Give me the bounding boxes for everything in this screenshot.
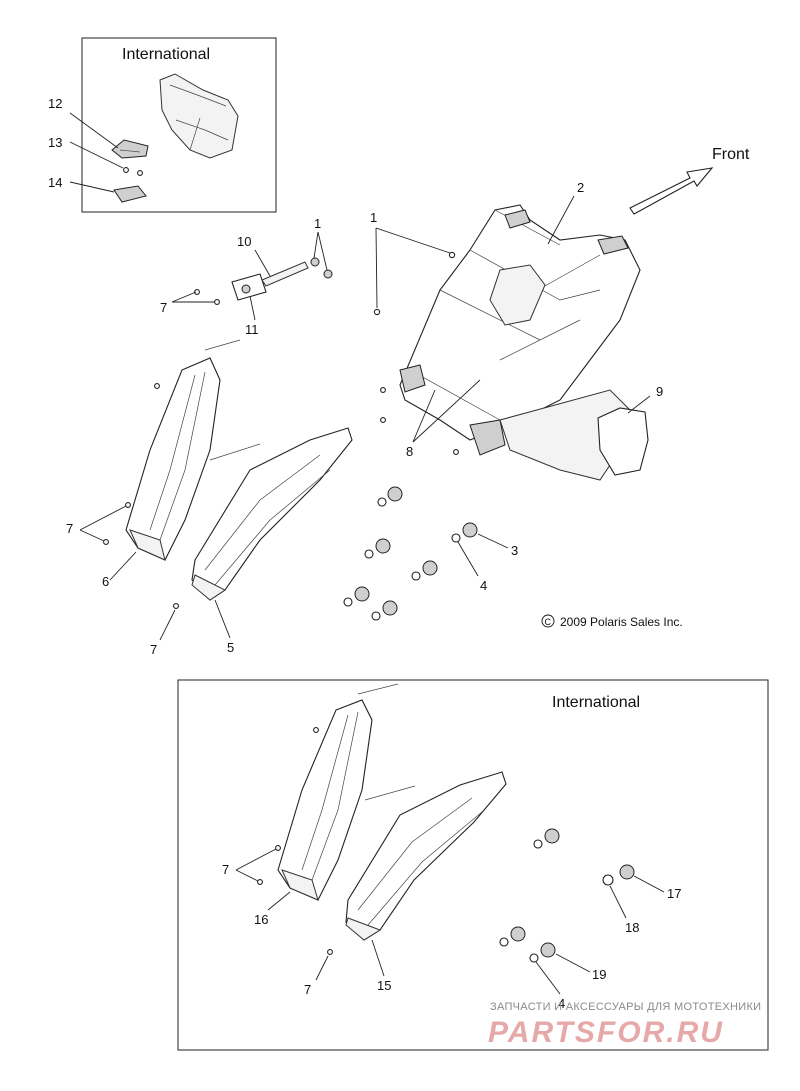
bulb-g bbox=[533, 828, 560, 849]
nut-1a bbox=[310, 257, 320, 267]
callout-1-frame: 1 bbox=[370, 210, 377, 225]
bulb-h bbox=[602, 864, 635, 886]
copyright-text: 2009 Polaris Sales Inc. bbox=[560, 615, 683, 629]
cover-9: 9 bbox=[597, 384, 663, 476]
frame-fasteners: 1 2 8 bbox=[370, 180, 584, 459]
callout-11: 11 bbox=[245, 322, 259, 337]
screw-7c bbox=[154, 383, 160, 389]
screw-7h bbox=[275, 845, 281, 851]
screw-7b bbox=[214, 299, 220, 305]
frame-nut-1b bbox=[373, 308, 381, 316]
bottom-fasteners: 7 16 7 15 bbox=[222, 727, 391, 997]
rear-frame-2 bbox=[399, 204, 641, 481]
screw-7e bbox=[103, 539, 109, 545]
taillight-fasteners: 7 6 7 5 bbox=[66, 383, 234, 657]
watermark-tagline: ЗАПЧАСТИ И АКСЕССУАРЫ ДЛЯ МОТОТЕХНИКИ bbox=[490, 1001, 761, 1013]
screw-7d bbox=[125, 502, 131, 508]
callout-9: 9 bbox=[656, 384, 663, 399]
bulb-b bbox=[451, 522, 478, 543]
callout-12: 12 bbox=[48, 96, 62, 111]
front-label: Front bbox=[712, 146, 750, 163]
callout-6: 6 bbox=[102, 574, 109, 589]
callout-7-mount: 7 bbox=[160, 300, 167, 315]
screw-13a bbox=[123, 167, 129, 173]
front-arrow-icon bbox=[629, 167, 714, 215]
mount-grommet bbox=[241, 284, 251, 294]
bulb-j bbox=[529, 942, 556, 963]
bulbs-main: 3 4 bbox=[343, 486, 518, 621]
callout-7-left: 7 bbox=[66, 521, 73, 536]
callout-7-inset-left: 7 bbox=[222, 862, 229, 877]
inset-frame-top bbox=[81, 37, 277, 213]
bulb-a bbox=[377, 486, 403, 507]
frame-screw-b bbox=[380, 417, 386, 423]
license-bracket bbox=[159, 73, 239, 159]
international-inset-bottom: International 7 16 7 15 bbox=[177, 679, 769, 1051]
bulb-f bbox=[371, 600, 398, 621]
inset-frame-bottom bbox=[177, 679, 769, 1051]
plate-light-12 bbox=[111, 139, 149, 159]
bulb-d bbox=[411, 560, 438, 581]
callout-15: 15 bbox=[377, 978, 391, 993]
callout-8: 8 bbox=[406, 444, 413, 459]
frame-nut-1a bbox=[448, 251, 456, 259]
taillight-left-6 bbox=[125, 339, 261, 561]
callout-14: 14 bbox=[48, 175, 62, 190]
callout-7-inset-bottom: 7 bbox=[304, 982, 311, 997]
callout-10: 10 bbox=[237, 234, 251, 249]
bulb-e bbox=[343, 586, 370, 607]
callout-5: 5 bbox=[227, 640, 234, 655]
frame-screw-c bbox=[453, 449, 459, 455]
bulb-c bbox=[364, 538, 391, 559]
international-inset-top: International 12 13 14 bbox=[48, 37, 277, 213]
copyright-symbol: C bbox=[545, 617, 552, 627]
inset-title-bottom: International bbox=[552, 694, 640, 711]
callout-3: 3 bbox=[511, 543, 518, 558]
copyright-notice: C 2009 Polaris Sales Inc. bbox=[541, 614, 683, 629]
frame-screw-a bbox=[380, 387, 386, 393]
copyright-icon bbox=[541, 614, 555, 628]
lens-14 bbox=[113, 185, 147, 203]
bulbs-international: 17 18 19 4 bbox=[499, 828, 681, 1011]
mount-rod-10 bbox=[261, 261, 309, 287]
callout-4-inset: 4 bbox=[558, 996, 565, 1011]
bulb-i bbox=[499, 926, 526, 947]
screw-7i bbox=[257, 879, 263, 885]
front-direction-indicator: Front bbox=[629, 146, 750, 215]
taillight-left-16 bbox=[277, 683, 416, 901]
callout-7-bottom: 7 bbox=[150, 642, 157, 657]
screw-7g bbox=[313, 727, 319, 733]
callout-4-main: 4 bbox=[480, 578, 487, 593]
taillight-right-5 bbox=[191, 427, 353, 601]
callout-18: 18 bbox=[625, 920, 639, 935]
callout-1-top: 1 bbox=[314, 216, 321, 231]
callout-2: 2 bbox=[577, 180, 584, 195]
callout-19: 19 bbox=[592, 967, 606, 982]
callout-17: 17 bbox=[667, 886, 681, 901]
screw-7f bbox=[173, 603, 179, 609]
callout-16: 16 bbox=[254, 912, 268, 927]
nut-1b bbox=[323, 269, 333, 279]
screw-7j bbox=[327, 949, 333, 955]
taillight-right-15 bbox=[345, 771, 507, 941]
screw-7a bbox=[194, 289, 200, 295]
screw-13b bbox=[137, 170, 143, 176]
inset-title-top: International bbox=[122, 46, 210, 63]
watermark-logo: PARTSFOR.RU bbox=[488, 1016, 724, 1049]
watermark: ЗАПЧАСТИ И АКСЕССУАРЫ ДЛЯ МОТОТЕХНИКИ PA… bbox=[488, 1001, 761, 1049]
plate-mount-assembly: 10 11 1 7 bbox=[160, 216, 333, 337]
callout-13: 13 bbox=[48, 135, 62, 150]
